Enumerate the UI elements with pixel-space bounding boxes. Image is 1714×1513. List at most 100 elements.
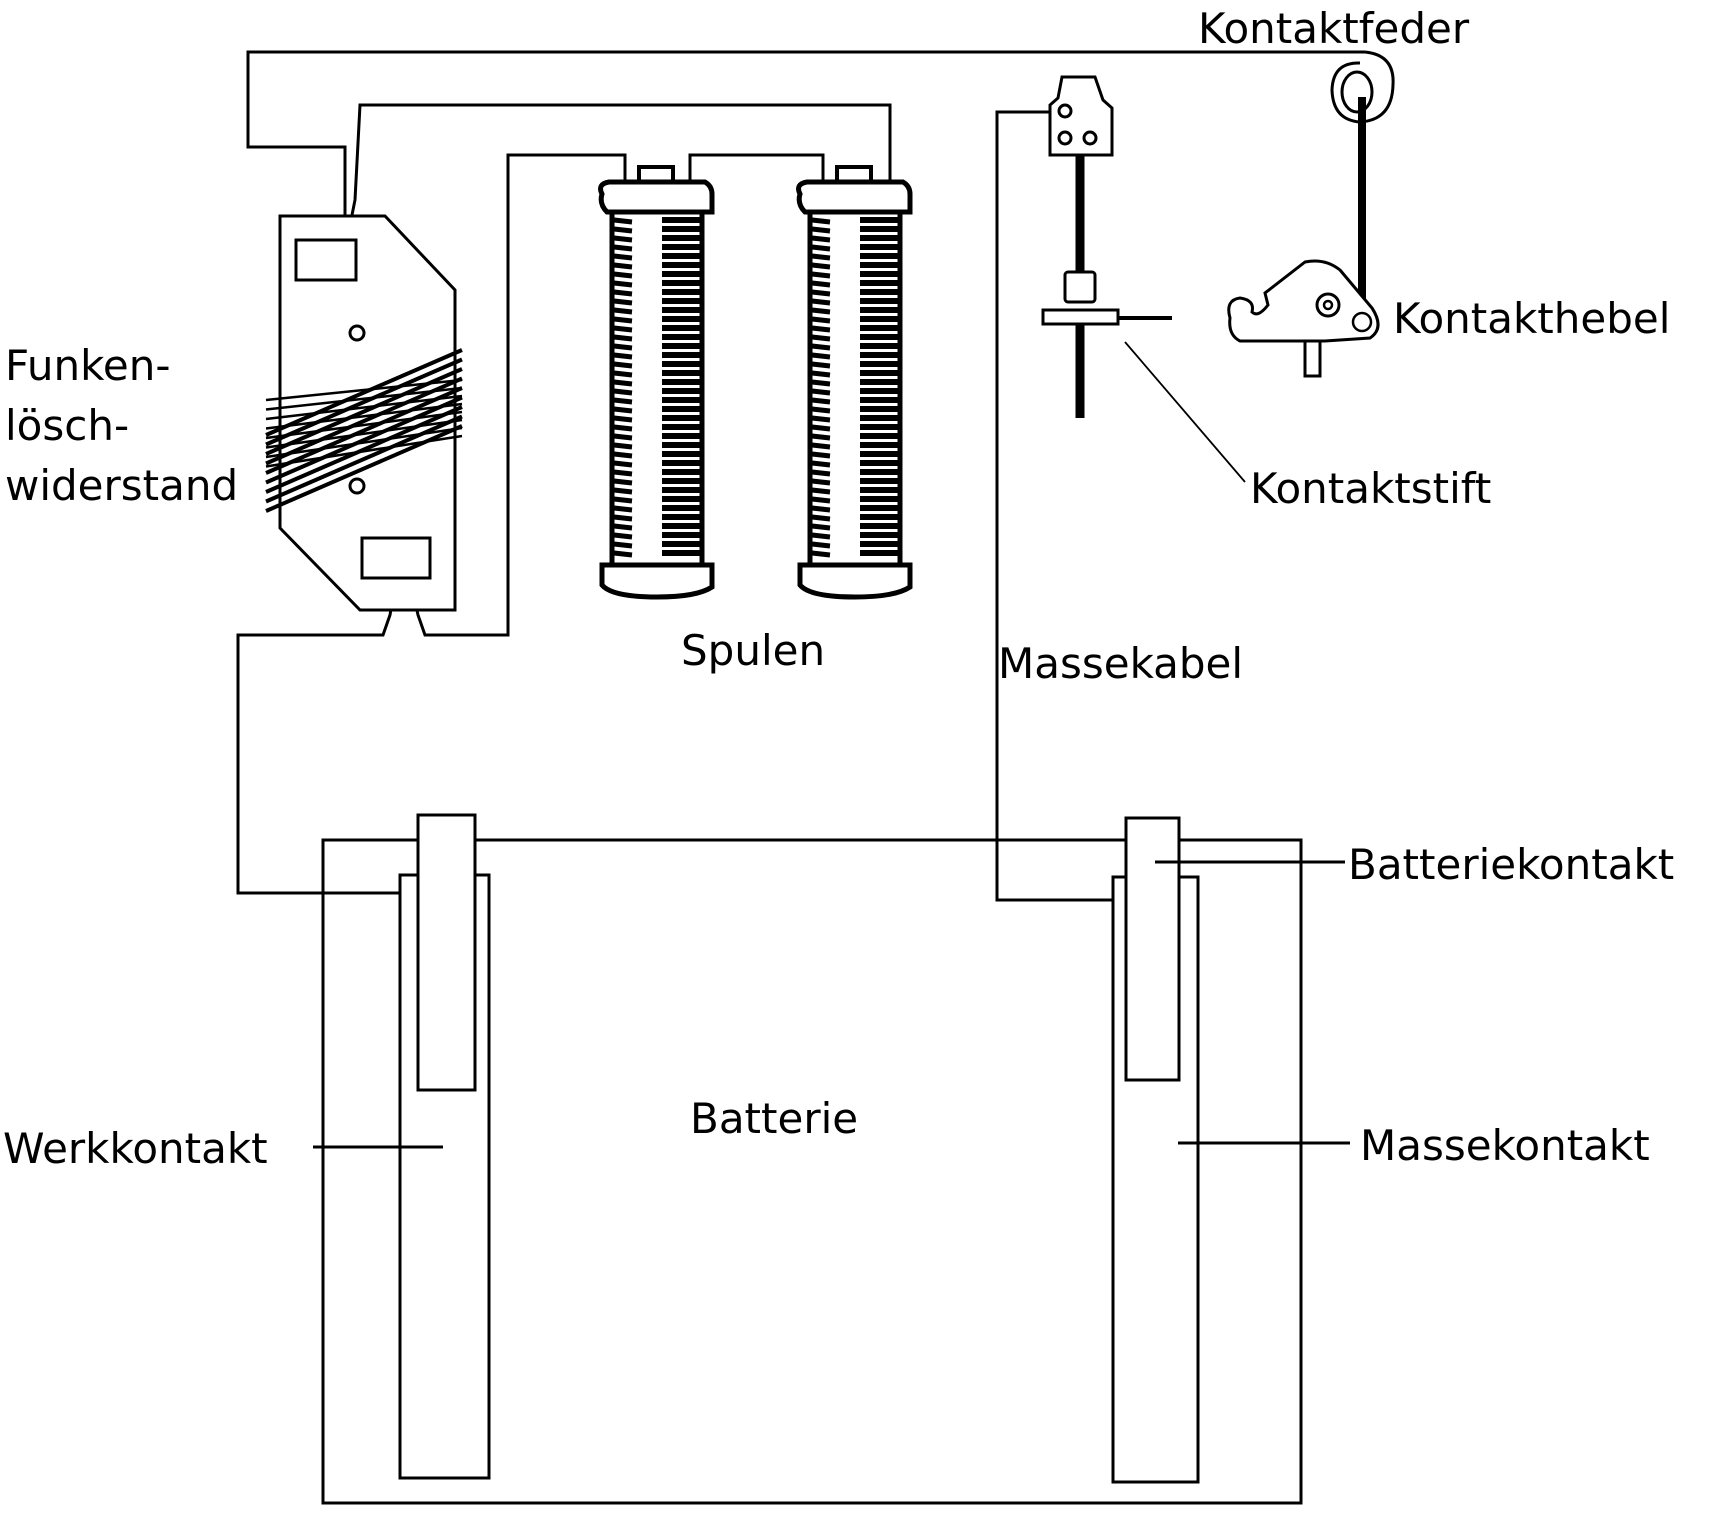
coil-winding-left [613, 217, 633, 225]
coil-winding-left [811, 361, 831, 369]
wire-ground-cable [995, 110, 1113, 902]
contact-nut [1063, 270, 1097, 304]
coil-winding-left [613, 514, 633, 522]
coil-winding-left [613, 469, 633, 477]
coil-winding-left [811, 415, 831, 423]
coil-winding-left [811, 388, 831, 396]
contact-spring-assembly [1227, 50, 1395, 378]
label-contact-pin: Kontaktstift [1250, 464, 1491, 513]
winding-turn-back [265, 378, 463, 402]
label-resistor-line-2: lösch- [5, 401, 129, 450]
coil-winding-left [811, 379, 831, 387]
wire-resistor-to-spring [246, 50, 1365, 250]
coil-winding-left [811, 271, 831, 279]
winding-turn-back [265, 402, 463, 430]
coil-top-flange [598, 179, 715, 215]
coil-winding-left [811, 406, 831, 414]
coil-winding-left [811, 370, 831, 378]
coils [598, 165, 913, 600]
coil-winding-left [613, 487, 633, 495]
coil-winding-left [811, 343, 831, 351]
labels: Kontaktfeder Funken- lösch- widerstand K… [3, 4, 1674, 1173]
coil-winding-left [613, 397, 633, 405]
coil-winding-left [613, 289, 633, 297]
coil-winding-left [811, 316, 831, 324]
leader-lines [313, 341, 1350, 1149]
coil-winding-left [811, 460, 831, 468]
coil-winding-left [613, 550, 633, 558]
terminal-screw-2 [1057, 130, 1073, 146]
winding-turn [265, 357, 463, 447]
coil-winding-left [811, 514, 831, 522]
coil-winding-left [811, 532, 831, 540]
coil-winding-left [811, 289, 831, 297]
coil-winding-left [613, 388, 633, 396]
coil-winding-left [811, 244, 831, 252]
label-contact-lever: Kontakthebel [1393, 294, 1670, 343]
winding-turn-back [265, 410, 463, 440]
coil-winding-left [613, 343, 633, 351]
coil-winding-left [613, 226, 633, 234]
label-coils: Spulen [681, 626, 825, 675]
coil-winding-left [811, 280, 831, 288]
coil-winding-left [811, 523, 831, 531]
coil-winding-left [613, 370, 633, 378]
winding-turn [265, 348, 463, 437]
coil-winding-left [811, 442, 831, 450]
coil-winding-left [811, 307, 831, 315]
coil-winding-left [613, 262, 633, 270]
coil-winding-left [613, 325, 633, 333]
coil-left [598, 165, 715, 600]
label-work-contact: Werkkontakt [3, 1124, 268, 1173]
wire-coil-interconnect [688, 153, 825, 182]
contact-base-plate [1041, 308, 1120, 326]
coil-winding-left [613, 523, 633, 531]
contact-pin-assembly [1041, 75, 1172, 418]
coil-winding-left [811, 433, 831, 441]
coil-winding-left [811, 496, 831, 504]
spark-quench-resistor [265, 214, 463, 612]
resistor-winding [265, 348, 463, 513]
label-contact-spring: Kontaktfeder [1198, 4, 1470, 53]
coil-winding-left [811, 253, 831, 261]
coil-winding-left [613, 253, 633, 261]
lever-stem [1303, 339, 1322, 378]
coil-winding-left [613, 424, 633, 432]
coil-winding-left [811, 235, 831, 243]
coil-winding-left [613, 415, 633, 423]
terminal-screw-1 [1057, 103, 1073, 119]
coil-winding-left [613, 460, 633, 468]
coil-winding-left [811, 541, 831, 549]
coil-bottom-flange [599, 562, 715, 600]
winding-turn [265, 386, 463, 475]
coil-winding-left [613, 244, 633, 252]
coil-winding-left [613, 361, 633, 369]
coil-winding-left [613, 478, 633, 486]
contact-spring-coil-inner [1340, 70, 1374, 114]
coil-winding-left [613, 451, 633, 459]
winding-turn-back [265, 386, 463, 411]
coil-winding-left [811, 397, 831, 405]
resistor-terminal-top [294, 238, 358, 282]
terminal-block [1048, 75, 1114, 157]
coil-bottom-flange [797, 562, 913, 600]
coil-winding-left [811, 487, 831, 495]
label-battery-contact: Batteriekontakt [1348, 840, 1674, 889]
label-ground-contact: Massekontakt [1360, 1121, 1650, 1170]
coil-winding-left [811, 505, 831, 513]
battery [321, 813, 1303, 1505]
lever-contact-point [1351, 311, 1373, 333]
coil-winding-left [811, 226, 831, 234]
coil-winding-left [811, 550, 831, 558]
coil-winding-left [811, 478, 831, 486]
resistor-terminal-bottom [360, 536, 432, 580]
coil-winding-left [811, 325, 831, 333]
label-resistor-line-3: widerstand [5, 461, 238, 510]
work-contact-tab [416, 813, 477, 1092]
coil-right [796, 165, 913, 600]
label-battery: Batterie [690, 1094, 858, 1143]
coil-winding-left [613, 541, 633, 549]
battery-contact-tab [1124, 816, 1181, 1082]
coil-winding-left [613, 298, 633, 306]
